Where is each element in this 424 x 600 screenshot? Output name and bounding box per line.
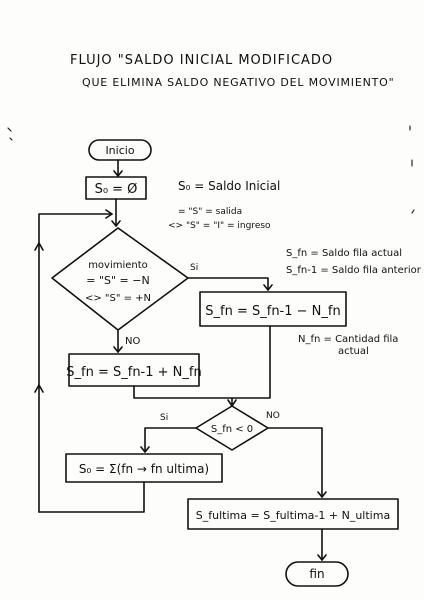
- init-box-label: S₀ = Ø: [95, 182, 138, 197]
- arrow-left-box-down: [133, 385, 233, 399]
- arrow-si-2: [144, 427, 197, 453]
- box-final: [187, 498, 399, 530]
- legend-nfn: N_fn = Cantidad fila: [298, 334, 398, 345]
- box-subtract: [199, 291, 347, 327]
- legend-s0: S₀ = Saldo Inicial: [178, 179, 280, 193]
- end-node: [285, 561, 349, 587]
- no-label-2: NO: [266, 411, 280, 421]
- decision-negative: [195, 405, 269, 451]
- loop-back-line: [38, 213, 113, 513]
- start-node-label: Inicio: [105, 144, 134, 157]
- arrow-no-2: [267, 427, 323, 498]
- decision-line-3: <> "S" = +N: [85, 293, 151, 304]
- legend-type-2: <> "S" = "I" = ingreso: [168, 221, 271, 231]
- arrow-si-1: [187, 277, 269, 291]
- si-label-2: Si: [160, 413, 168, 423]
- decision-negative-label: S_fn < 0: [211, 424, 253, 435]
- legend-sfn-1: S_fn-1 = Saldo fila anterior: [286, 265, 422, 276]
- legend-type-1: = "S" = salida: [178, 207, 242, 217]
- decision-line-1: movimiento: [88, 260, 148, 271]
- legend-nfn-2: actual: [338, 346, 369, 357]
- box-sum-label: S₀ = Σ(fn → fn ultima): [79, 462, 209, 476]
- si-label-1: Si: [190, 263, 198, 273]
- margin-marks: [7, 125, 415, 214]
- legend-sfn: S_fn = Saldo fila actual: [286, 248, 402, 259]
- arrow-right-box-down: [231, 325, 271, 405]
- decision-line-2: = "S" = −N: [86, 274, 149, 287]
- box-subtract-label: S_fn = S_fn-1 − N_fn: [205, 304, 340, 319]
- title-line-2: QUE ELIMINA SALDO NEGATIVO DEL MOVIMIENT…: [82, 76, 394, 89]
- end-node-label: fin: [309, 567, 324, 581]
- title-line-1: FLUJO "SALDO INICIAL MODIFICADO: [70, 53, 333, 68]
- arrow-sum-loop: [38, 481, 145, 513]
- no-label-1: NO: [125, 336, 140, 347]
- box-add-text: S_fn = S_fn-1 + N_fn: [66, 365, 201, 380]
- box-final-label: S_fultima = S_fultima-1 + N_ultima: [196, 509, 390, 522]
- start-node: [88, 139, 152, 161]
